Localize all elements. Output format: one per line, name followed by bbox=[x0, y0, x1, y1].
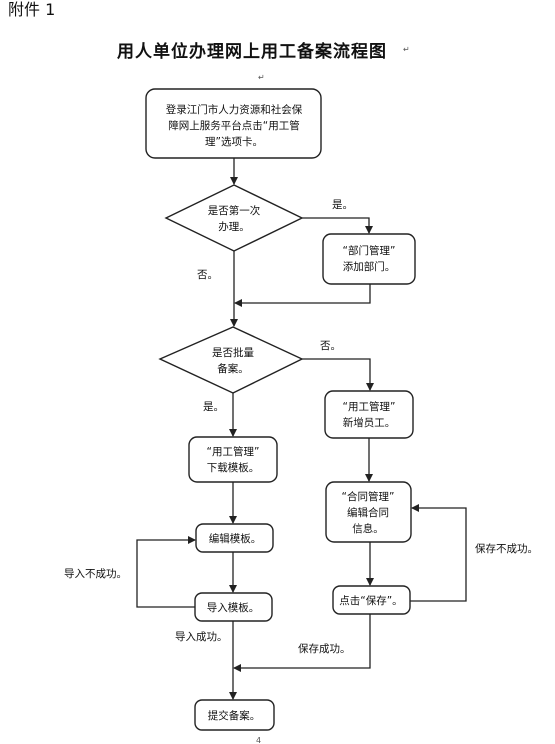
node-contract: “合同管理” 编辑合同 信息。 bbox=[325, 481, 412, 543]
node-new-employee-line-2: 新增员工。 bbox=[343, 416, 396, 429]
decision-batch-line-1: 是否批量 bbox=[212, 346, 254, 359]
decision-batch: 是否批量 备案。 bbox=[158, 326, 304, 394]
node-add-dept-line-1: “部门管理” bbox=[343, 244, 396, 257]
edge-label-yes-batch: 是。 bbox=[203, 401, 224, 413]
edge-label-yes-add-dept: 是。 bbox=[332, 199, 353, 211]
edge-save-fail-loop bbox=[410, 504, 467, 602]
edge-import-fail-loop bbox=[136, 536, 196, 608]
node-login-line-2: 障网上服务平台点击“用工管 bbox=[168, 119, 299, 132]
edge-label-save-success: 保存成功。 bbox=[298, 642, 351, 655]
edge-add-dept-merge bbox=[234, 284, 371, 307]
node-import-text: 导入模板。 bbox=[207, 601, 260, 614]
node-download: “用工管理” 下载模板。 bbox=[188, 436, 278, 483]
edge-label-import-fail: 导入不成功。 bbox=[64, 568, 127, 580]
decision-batch-line-2: 备案。 bbox=[217, 362, 249, 375]
node-new-employee-line-1: “用工管理” bbox=[343, 400, 396, 413]
edge-label-import-success: 导入成功。 bbox=[175, 631, 228, 643]
node-add-dept-line-2: 添加部门。 bbox=[343, 260, 396, 273]
return-mark: ↵ bbox=[258, 73, 265, 82]
page-number: 4 bbox=[256, 736, 261, 744]
edge-label-no-first-time: 否。 bbox=[197, 269, 218, 281]
node-submit-text: 提交备案。 bbox=[208, 709, 261, 722]
node-add-dept: “部门管理” 添加部门。 bbox=[322, 233, 416, 285]
node-import: 导入模板。 bbox=[194, 592, 273, 622]
node-click-save-text: 点击“保存”。 bbox=[339, 594, 402, 607]
node-login-line-3: 理”选项卡。 bbox=[205, 135, 263, 148]
return-mark: ↵ bbox=[403, 45, 410, 54]
node-submit: 提交备案。 bbox=[194, 699, 275, 731]
edge-batch-no bbox=[302, 358, 374, 391]
node-contract-line-1: “合同管理” bbox=[342, 490, 395, 503]
node-edit-template: 编辑模板。 bbox=[195, 523, 274, 553]
node-download-line-2: 下载模板。 bbox=[207, 461, 260, 474]
node-click-save: 点击“保存”。 bbox=[332, 585, 411, 615]
decision-first-time: 是否第一次 办理。 bbox=[164, 184, 304, 252]
page-title: 用人单位办理网上用工备案流程图 bbox=[117, 42, 387, 62]
node-login: 登录江门市人力资源和社会保 障网上服务平台点击“用工管 理”选项卡。 bbox=[145, 88, 322, 159]
attachment-label: 附件 1 bbox=[8, 0, 56, 19]
node-login-line-1: 登录江门市人力资源和社会保 bbox=[166, 103, 303, 116]
edge-label-save-fail: 保存不成功。 bbox=[475, 542, 538, 555]
edge-save-success bbox=[233, 614, 371, 672]
edge-label-no-batch: 否。 bbox=[320, 340, 341, 352]
node-download-line-1: “用工管理” bbox=[207, 445, 260, 458]
node-contract-line-3: 信息。 bbox=[352, 522, 384, 535]
node-new-employee: “用工管理” 新增员工。 bbox=[324, 390, 414, 439]
decision-first-time-line-2: 办理。 bbox=[218, 220, 250, 233]
node-edit-template-text: 编辑模板。 bbox=[209, 532, 262, 545]
edge-first-time-yes bbox=[302, 217, 373, 234]
decision-first-time-line-1: 是否第一次 bbox=[208, 204, 261, 217]
node-contract-line-2: 编辑合同 bbox=[347, 506, 389, 519]
